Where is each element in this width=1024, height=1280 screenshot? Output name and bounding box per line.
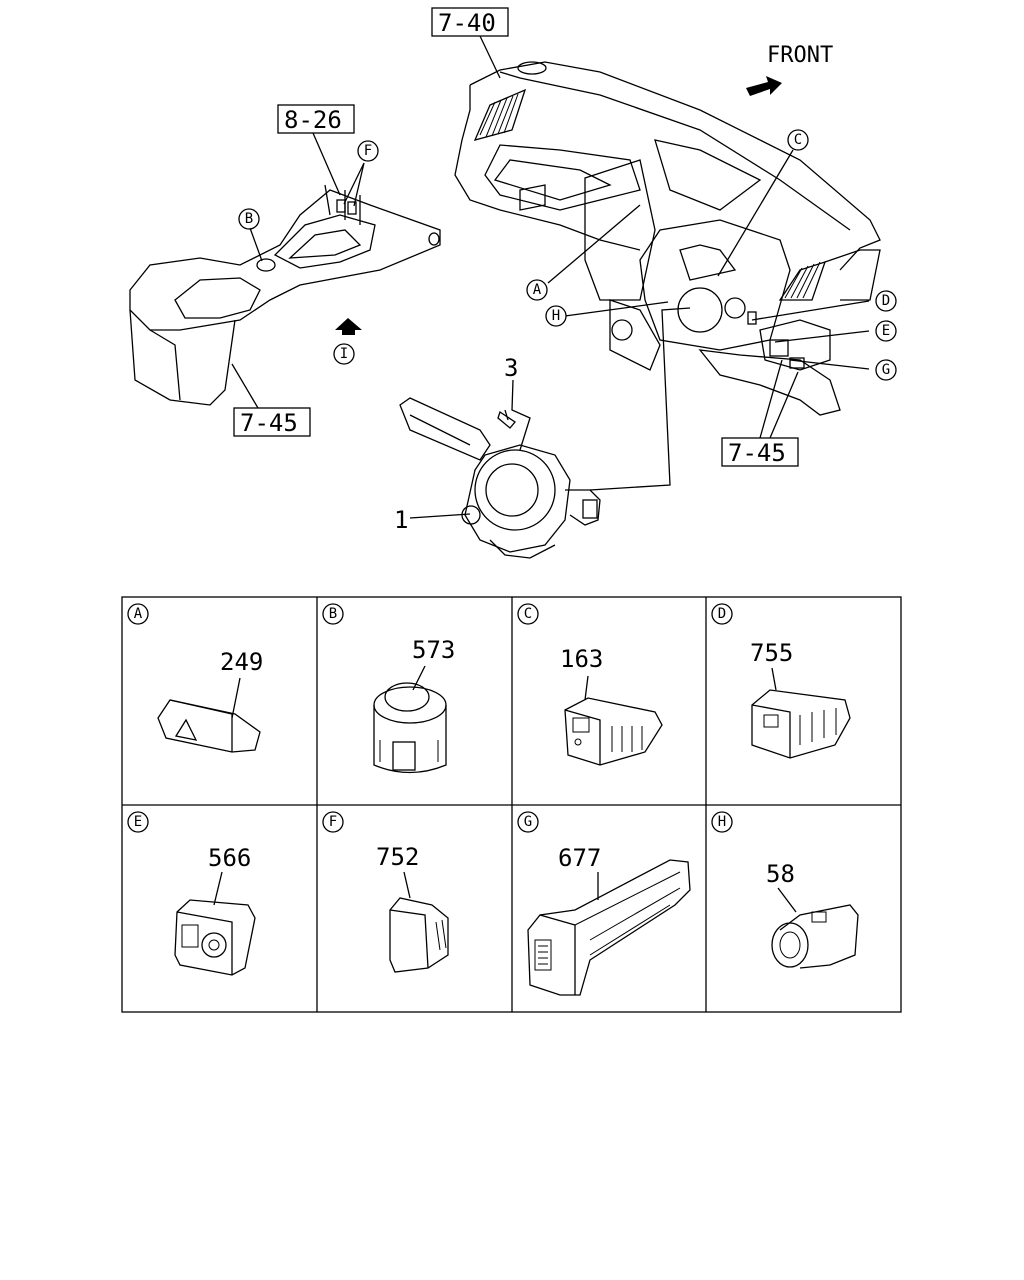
svg-text:A: A — [533, 282, 542, 298]
svg-text:E: E — [882, 323, 890, 339]
callout-f: F — [357, 140, 379, 162]
detail-c-label: C — [517, 603, 539, 625]
detail-d-label: D — [711, 603, 733, 625]
center-console-illustration — [129, 184, 441, 406]
callout-g: G — [875, 359, 897, 381]
switch-755-drawing — [751, 667, 851, 759]
part-number-3: 3 — [504, 354, 518, 382]
callout-i: I — [333, 343, 355, 365]
svg-text:C: C — [524, 606, 532, 622]
callout-d: D — [875, 290, 897, 312]
hazard-switch-drawing — [157, 677, 261, 753]
view-i-arrow-icon — [335, 318, 362, 335]
part-number-249: 249 — [220, 648, 263, 676]
callout-c: C — [787, 129, 809, 151]
detail-e-label: E — [127, 811, 149, 833]
switch-58-drawing — [771, 887, 859, 969]
front-arrow-icon — [746, 76, 782, 96]
svg-text:E: E — [134, 814, 142, 830]
part-number-573: 573 — [412, 636, 455, 664]
svg-text:F: F — [364, 143, 372, 159]
detail-b-label: B — [322, 603, 344, 625]
svg-text:A: A — [134, 606, 143, 622]
combination-switch-illustration — [399, 397, 601, 559]
callout-b: B — [238, 208, 260, 230]
svg-text:B: B — [329, 606, 337, 622]
dashboard-illustration — [454, 61, 881, 416]
switch-752-drawing — [389, 871, 449, 973]
svg-text:H: H — [552, 308, 560, 324]
switch-677-drawing — [527, 859, 691, 996]
part-number-1: 1 — [394, 506, 408, 534]
part-number-752: 752 — [376, 843, 419, 871]
switch-566-drawing — [174, 871, 256, 976]
detail-f-label: F — [322, 811, 344, 833]
switch-163-drawing — [564, 675, 663, 766]
ref-box-8-26: 8-26 — [284, 106, 342, 134]
part-number-677: 677 — [558, 844, 601, 872]
part-number-58: 58 — [766, 860, 795, 888]
callout-a: A — [526, 279, 548, 301]
callout-e: E — [875, 320, 897, 342]
round-knob-drawing — [373, 665, 447, 774]
detail-h-label: H — [711, 811, 733, 833]
callout-h: H — [545, 305, 567, 327]
svg-text:D: D — [718, 606, 726, 622]
detail-grid — [121, 596, 902, 1013]
ref-box-7-45-left: 7-45 — [240, 409, 298, 437]
front-label: FRONT — [767, 43, 833, 68]
svg-text:D: D — [882, 293, 890, 309]
ref-box-7-40: 7-40 — [438, 9, 496, 37]
detail-a-label: A — [127, 603, 149, 625]
svg-text:G: G — [524, 814, 532, 830]
svg-text:F: F — [329, 814, 337, 830]
part-number-566: 566 — [208, 844, 251, 872]
detail-g-label: G — [517, 811, 539, 833]
part-number-755: 755 — [750, 639, 793, 667]
svg-text:H: H — [718, 814, 726, 830]
svg-text:G: G — [882, 362, 890, 378]
ref-box-7-45-right: 7-45 — [728, 439, 786, 467]
part-number-163: 163 — [560, 645, 603, 673]
svg-text:C: C — [794, 132, 802, 148]
svg-text:B: B — [245, 211, 253, 227]
svg-text:I: I — [340, 346, 348, 362]
